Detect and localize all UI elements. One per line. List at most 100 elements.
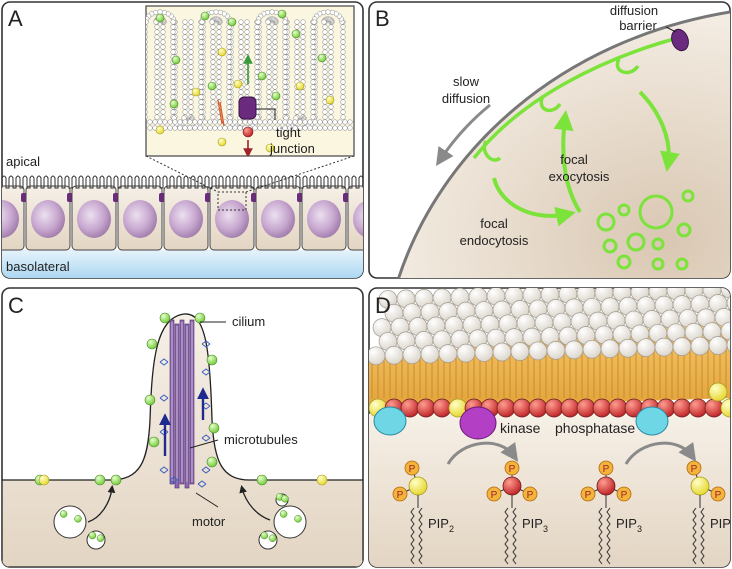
lipid-head (322, 125, 328, 131)
lipid-head (182, 24, 188, 30)
lipid-head (170, 74, 176, 80)
vesicle-lipid (268, 534, 277, 542)
lipid-head (154, 84, 160, 90)
green-lipid (206, 354, 218, 366)
lipid-head (170, 49, 176, 55)
lipid-head (340, 24, 346, 30)
lipid-head (160, 69, 166, 75)
lipid-head (254, 39, 260, 45)
lipid-head (402, 345, 422, 365)
lipid-head (266, 44, 272, 50)
lipid-head (297, 125, 303, 131)
lipid-head (244, 39, 250, 45)
phosphate-label: P (409, 464, 416, 475)
lipid-head (226, 89, 232, 95)
lipid-head (328, 44, 334, 50)
lipid-head (160, 24, 166, 30)
lipid-head (272, 59, 278, 65)
lipid-head (300, 24, 306, 30)
lipid-head (328, 79, 334, 85)
lipid-head (188, 59, 194, 65)
lipid-head (272, 44, 278, 50)
lipid-head (369, 346, 386, 366)
red-lipid-head (432, 398, 452, 418)
lipid-head (340, 114, 346, 120)
phosphate-label: P (585, 490, 592, 501)
lipid-head (209, 19, 215, 25)
lipid-head (222, 125, 228, 131)
lipid-bilayer (369, 288, 730, 418)
lipid-head (328, 54, 334, 60)
lipid-head (170, 94, 176, 100)
lipid-head (342, 119, 348, 125)
lipid-head (272, 84, 278, 90)
lipid-head (347, 119, 353, 125)
lipid-head (310, 59, 316, 65)
lipid-head (272, 29, 278, 35)
fatty-acid-tail (692, 507, 697, 565)
vesicle-lipid (279, 510, 288, 518)
vesicles (596, 189, 695, 271)
lipid-head (340, 49, 346, 55)
lipid-head (226, 49, 232, 55)
lipid-head (438, 344, 458, 363)
lipid-head (310, 99, 316, 105)
lipid-head (247, 119, 253, 125)
lipid-head (272, 119, 278, 125)
yellow-lipid-head (708, 382, 728, 402)
lipid-head (182, 64, 188, 70)
lipid-head (157, 119, 163, 125)
lipid-head (340, 34, 346, 40)
red-lipid-head (672, 398, 692, 418)
lipid-head (328, 74, 334, 80)
lipid-head (322, 39, 328, 45)
lipid-head (266, 99, 272, 105)
lipid-head (188, 84, 194, 90)
lipid-head (160, 79, 166, 85)
microvilli (2, 175, 363, 189)
lipid-head (292, 125, 298, 131)
lipid-head (154, 109, 160, 115)
lipid-head (192, 119, 198, 125)
lipid-head (188, 54, 194, 60)
lipid-head (708, 336, 728, 355)
lipid-head (210, 59, 216, 65)
vesicle (676, 222, 692, 238)
green-lipid (155, 13, 165, 23)
green-lipid (159, 312, 171, 324)
lipid-head (238, 24, 244, 30)
phosphate-group (710, 486, 726, 502)
motor (159, 394, 169, 402)
lipid-head (322, 24, 328, 30)
red-lipid-head (496, 398, 516, 418)
fatty-acid-tail (598, 507, 603, 565)
lipid-head (282, 104, 288, 110)
phosphate-group (486, 486, 502, 502)
motor (201, 368, 211, 376)
vesicle-arrow-left (87, 484, 116, 523)
lipid-head (226, 34, 232, 40)
lipid-head (160, 104, 166, 110)
green-lipid (277, 9, 287, 19)
phosphatase-enzyme-left (373, 406, 407, 436)
lipid-head (322, 119, 328, 125)
lipid-head (154, 69, 160, 75)
lipid-head (170, 84, 176, 90)
lipid-head (160, 109, 166, 115)
lipid-head (254, 24, 260, 30)
green-lipid (227, 17, 237, 27)
lipid-head (340, 84, 346, 90)
lipid-head (154, 89, 160, 95)
lipid-head (328, 69, 334, 75)
lipid-head (187, 119, 193, 125)
panel-b: diffusion barrier slow diffusion focal e… (368, 1, 731, 279)
lipid-head (266, 114, 272, 120)
lipid-head (160, 39, 166, 45)
lipid-head (254, 89, 260, 95)
lipid-head (300, 39, 306, 45)
lipid-head (384, 345, 404, 365)
lipid-head (216, 24, 222, 30)
lipid-head (182, 49, 188, 55)
lipid-head (182, 59, 188, 65)
